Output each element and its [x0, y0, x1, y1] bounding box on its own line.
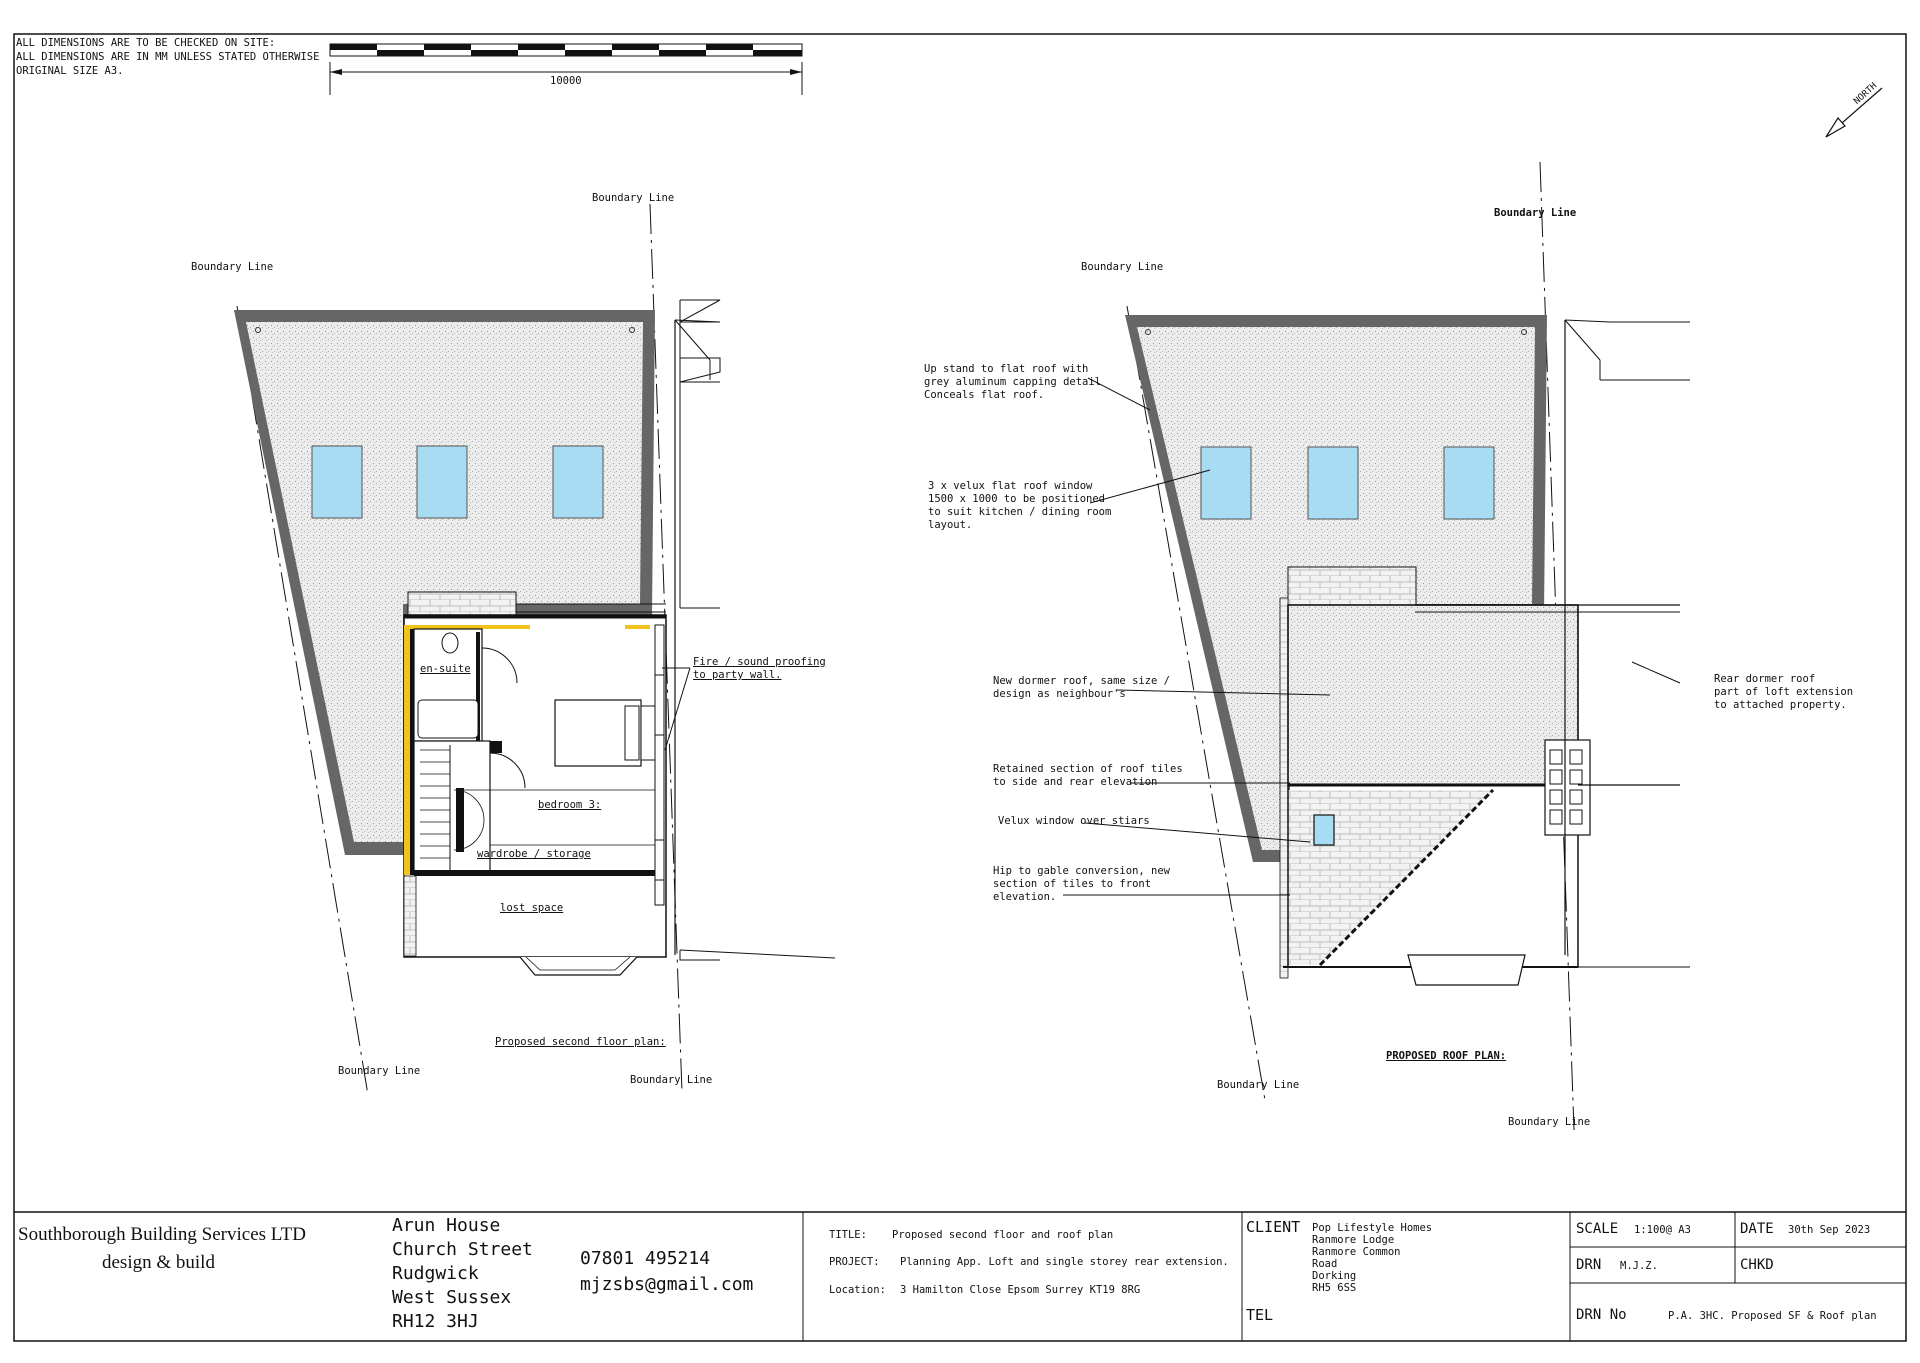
boundary-label-right-top-right: Boundary Line: [1494, 207, 1577, 219]
client-line-3: Ranmore Common: [1312, 1246, 1401, 1258]
title-block-frame: [14, 1211, 1906, 1341]
drn-label: DRN: [1576, 1257, 1602, 1273]
note-retained-roof-tiles: Retained section of roof tiles to side a…: [993, 763, 1183, 788]
boundary-label-right-top-left: Boundary Line: [1081, 261, 1164, 273]
project-label: PROJECT:: [829, 1256, 880, 1268]
location-label: Location:: [829, 1284, 886, 1296]
note-dimensions-mm: ALL DIMENSIONS ARE IN MM UNLESS STATED O…: [16, 51, 320, 63]
boundary-label-right-bottom-right: Boundary Line: [1508, 1116, 1591, 1128]
client-label: CLIENT: [1246, 1218, 1301, 1236]
client-line-1: Pop Lifestyle Homes: [1312, 1222, 1433, 1234]
note-new-dormer-roof: New dormer roof, same size / design as n…: [993, 675, 1171, 700]
company-tagline: design & build: [102, 1252, 215, 1273]
room-lost-space-label: lost space: [500, 902, 564, 914]
address-line-5: RH12 3HJ: [392, 1311, 479, 1332]
location-value: 3 Hamilton Close Epsom Surrey KT19 8RG: [900, 1284, 1141, 1296]
address-line-2: Church Street: [392, 1239, 533, 1260]
note-rear-dormer-attached: Rear dormer roof part of loft extension …: [1714, 673, 1854, 711]
address-line-1: Arun House: [392, 1215, 501, 1236]
boundary-label-left-bottom-right: Boundary Line: [630, 1074, 713, 1086]
note-hip-to-gable: Hip to gable conversion, new section of …: [993, 865, 1171, 903]
left-plan-title: Proposed second floor plan:: [495, 1036, 666, 1048]
client-line-5: Dorking: [1312, 1270, 1357, 1282]
date-value: 30th Sep 2023: [1788, 1224, 1871, 1236]
north-arrow-icon: [1825, 87, 1883, 138]
address-line-3: Rudgwick: [392, 1263, 479, 1284]
scale-bar-label: 10000: [550, 75, 582, 87]
boundary-label-left-top-right: Boundary Line: [592, 192, 675, 204]
left-plan-drawing: [234, 203, 836, 1096]
note-checked-on-site: ALL DIMENSIONS ARE TO BE CHECKED ON SITE…: [16, 37, 276, 49]
note-fire-sound-proofing: Fire / sound proofing to party wall.: [693, 656, 826, 681]
right-plan-drawing: [1063, 161, 1690, 1131]
note-upstand-flat-roof: Up stand to flat roof with grey aluminum…: [924, 363, 1102, 401]
boundary-label-left-bottom-left: Boundary Line: [338, 1065, 421, 1077]
drn-no-label: DRN No: [1576, 1307, 1627, 1323]
room-bedroom-label: bedroom 3:: [538, 799, 602, 811]
drn-value: M.J.Z.: [1620, 1260, 1658, 1272]
chkd-label: CHKD: [1740, 1257, 1774, 1273]
scale-label: SCALE: [1576, 1221, 1619, 1237]
scale-bar: [329, 43, 803, 95]
room-wardrobe-label: wardrobe / storage: [477, 848, 591, 860]
room-ensuite-label: en-suite: [420, 663, 471, 675]
company-name: Southborough Building Services LTD: [18, 1224, 306, 1245]
project-value: Planning App. Loft and single storey rea…: [900, 1256, 1229, 1268]
email-address: mjzsbs@gmail.com: [580, 1274, 754, 1295]
note-original-size: ORIGINAL SIZE A3.: [16, 65, 124, 77]
title-value: Proposed second floor and roof plan: [892, 1229, 1114, 1241]
note-velux-over-stairs: Velux window over stiars: [998, 815, 1150, 827]
right-plan-title: PROPOSED ROOF PLAN:: [1386, 1050, 1507, 1062]
scale-value: 1:100@ A3: [1634, 1224, 1691, 1236]
client-line-2: Ranmore Lodge: [1312, 1234, 1395, 1246]
boundary-label-left-top-left: Boundary Line: [191, 261, 274, 273]
title-label: TITLE:: [829, 1229, 867, 1241]
boundary-label-right-bottom-left: Boundary Line: [1217, 1079, 1300, 1091]
client-line-6: RH5 6SS: [1312, 1282, 1357, 1294]
tel-label: TEL: [1246, 1306, 1274, 1324]
date-label: DATE: [1740, 1221, 1774, 1237]
phone-number: 07801 495214: [580, 1248, 711, 1269]
address-line-4: West Sussex: [392, 1287, 512, 1308]
drn-no-value: P.A. 3HC. Proposed SF & Roof plan: [1668, 1310, 1877, 1322]
client-line-4: Road: [1312, 1258, 1338, 1270]
note-velux-flat-roof-window: 3 x velux flat roof window 1500 x 1000 t…: [928, 480, 1112, 531]
sheet-border: [13, 33, 1907, 1342]
